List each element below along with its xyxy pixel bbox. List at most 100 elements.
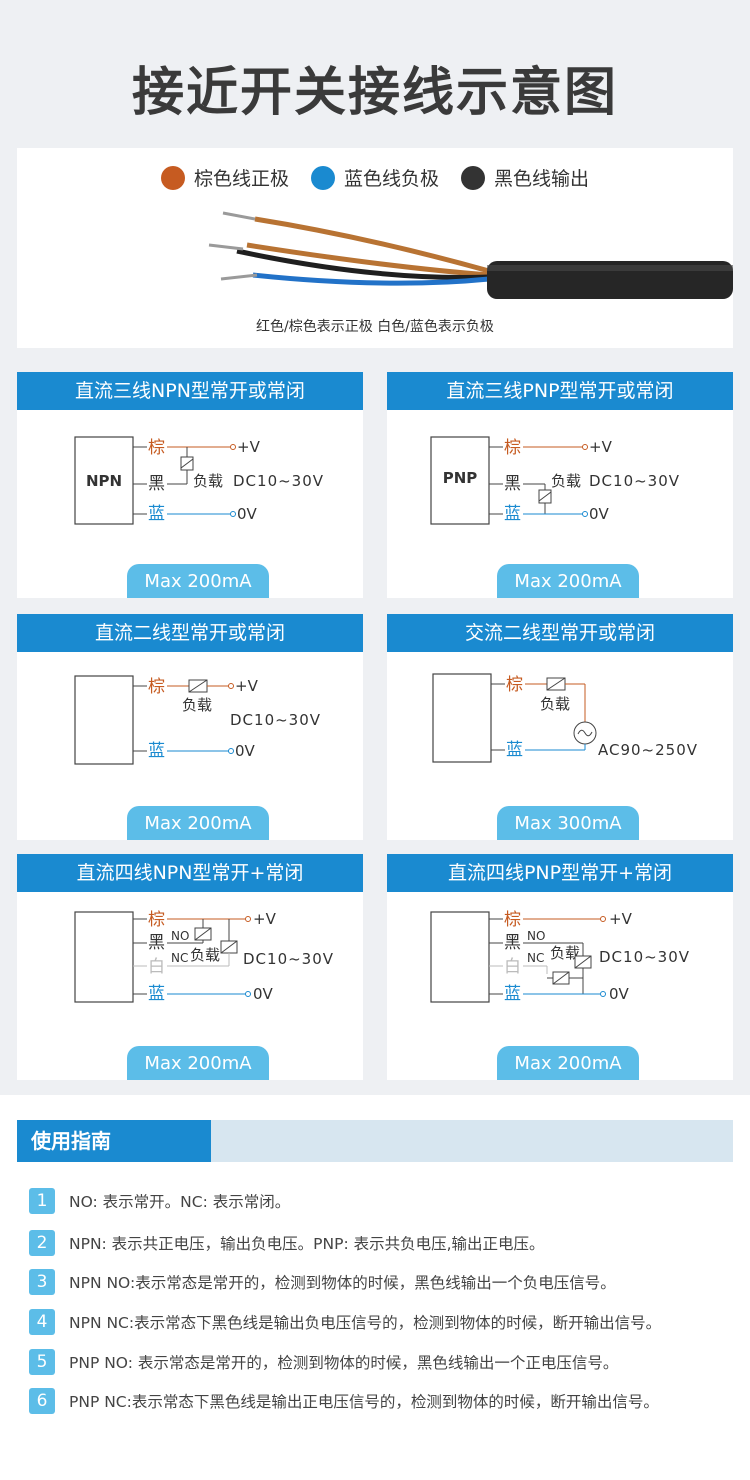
wire-brown-label: 棕 [148,677,165,697]
page-title: 接近开关接线示意图 [131,63,618,123]
guide-number: 2 [29,1230,55,1256]
wire-blue-label: 蓝 [506,740,523,760]
guide-number: 5 [29,1349,55,1375]
blue-dot-icon [310,165,335,190]
legend-label: 黑色线输出 [494,168,590,190]
neg-terminal: 0V [253,985,274,1003]
wiring-diagram: PNP 棕 +V 黑 负载 DC10~30V 蓝 0V [430,436,680,525]
panel-dc4-npn: 直流四线NPN型常开+常闭 棕 +V 黑 NO 负载 NC DC10~30V 白… [17,854,363,1080]
panel-title: 直流四线NPN型常开+常闭 [17,854,363,892]
max-current-badge: Max 200mA [127,1046,269,1080]
guide-text: NPN: 表示共正电压，输出负电压。PNP: 表示共负电压,输出正电压。 [69,1235,545,1253]
pos-terminal: +V [253,910,277,928]
voltage-label: AC90~250V [598,741,698,759]
wire-black-label: 黑 [504,933,521,953]
wire-blue-label: 蓝 [148,741,165,761]
legend-item-blue: 蓝色线负极 [310,164,439,191]
legend-item-black: 黑色线输出 [461,164,589,191]
legend-label: 蓝色线负极 [343,168,439,190]
max-current-badge: Max 300mA [497,806,639,840]
wire-brown-label: 棕 [148,910,165,930]
guide-header: 使用指南 [17,1120,733,1162]
voltage-label: DC10~30V [599,948,690,966]
wire-blue-label: 蓝 [504,984,521,1004]
wire-legend: 棕色线正极 蓝色线负极 黑色线输出 [17,164,733,191]
wire-brown-label: 棕 [148,438,165,458]
max-current-badge: Max 200mA [127,806,269,840]
max-current-badge: Max 200mA [127,564,269,598]
guide-text: PNP NC:表示常态下黑色线是输出正电压信号的，检测到物体的时候，断开输出信号… [69,1393,659,1411]
wire-brown-label: 棕 [506,675,523,695]
neg-terminal: 0V [609,985,630,1003]
panel-title: 直流四线PNP型常开+常闭 [387,854,733,892]
wire-white-label: 白 [148,957,165,977]
wiring-diagram: 棕 +V 负载 DC10~30V 蓝 0V [74,675,321,765]
nc-label: NC [527,951,544,965]
device-label: NPN [86,472,122,490]
wiring-diagram: 棕 +V 黑 NO 负载 DC10~30V NC 白 蓝 0V [430,910,690,1004]
panel-dc4-pnp: 直流四线PNP型常开+常闭 棕 +V 黑 NO 负载 DC10~30V NC 白… [387,854,733,1080]
guide-number: 4 [29,1309,55,1335]
load-label: 负载 [540,695,570,713]
wiring-diagram: 棕 +V 黑 NO 负载 NC DC10~30V 白 蓝 0V [74,910,334,1004]
wire-black-label: 黑 [148,474,165,494]
guide-text: PNP NO: 表示常态是常开的，检测到物体的时候，黑色线输出一个正电压信号。 [69,1354,619,1372]
nc-label: NC [171,951,188,965]
guide-item: 1 NO: 表示常开。NC: 表示常闭。 [29,1188,290,1214]
pos-terminal: +V [589,438,613,456]
neg-terminal: 0V [237,505,258,523]
panel-ac2: 交流二线型常开或常闭 棕 负载 AC90~250V 蓝 Max 300mA [387,614,733,840]
max-current-badge: Max 200mA [497,1046,639,1080]
panel-title: 直流三线NPN型常开或常闭 [17,372,363,410]
guide-text: NO: 表示常开。NC: 表示常闭。 [69,1193,291,1211]
cable-note: 红色/棕色表示正极 白色/蓝色表示负极 [256,319,494,335]
load-label: 负载 [182,696,212,714]
brown-dot-icon [160,165,185,190]
pos-terminal: +V [237,438,261,456]
voltage-label: DC10~30V [230,711,321,729]
voltage-label: DC10~30V [589,472,680,490]
wire-white-label: 白 [504,957,521,977]
guide-title: 使用指南 [17,1120,211,1162]
wire-blue-label: 蓝 [148,504,165,524]
guide-number: 3 [29,1269,55,1295]
wire-brown-label: 棕 [504,910,521,930]
device-label: PNP [443,469,478,487]
no-label: NO [527,929,545,943]
wire-black-label: 黑 [148,933,165,953]
panel-title: 直流二线型常开或常闭 [17,614,363,652]
max-current-badge: Max 200mA [497,564,639,598]
wire-brown-label: 棕 [504,438,521,458]
cable-illustration [208,211,733,299]
wiring-diagram: 棕 负载 AC90~250V 蓝 [432,673,698,763]
guide-item: 4 NPN NC:表示常态下黑色线是输出负电压信号的，检测到物体的时候，断开输出… [29,1309,661,1335]
legend-item-brown: 棕色线正极 [160,164,289,191]
neg-terminal: 0V [589,505,610,523]
guide-text: NPN NC:表示常态下黑色线是输出负电压信号的，检测到物体的时候，断开输出信号… [69,1314,662,1332]
neg-terminal: 0V [235,742,256,760]
wire-black-label: 黑 [504,474,521,494]
panel-title: 交流二线型常开或常闭 [387,614,733,652]
voltage-label: DC10~30V [243,950,334,968]
pos-terminal: +V [235,677,259,695]
voltage-label: DC10~30V [233,472,324,490]
panel-dc3-pnp: 直流三线PNP型常开或常闭 PNP 棕 +V 黑 负载 DC10~30V 蓝 0… [387,372,733,598]
black-dot-icon [461,165,485,190]
guide-item: 6 PNP NC:表示常态下黑色线是输出正电压信号的，检测到物体的时候，断开输出… [29,1388,659,1414]
guide-number: 6 [29,1388,55,1414]
load-label: 负载 [550,944,580,962]
load-label: 负载 [193,472,223,490]
wire-color-card: 棕色线正极 蓝色线负极 黑色线输出 红色/棕色表示正极 白色/蓝色表示负极 [17,148,733,348]
no-label: NO [171,929,189,943]
panel-title: 直流三线PNP型常开或常闭 [387,372,733,410]
guide-item: 3 NPN NO:表示常态是常开的，检测到物体的时候，黑色线输出一个负电压信号。 [29,1269,616,1295]
guide-item: 2 NPN: 表示共正电压，输出负电压。PNP: 表示共负电压,输出正电压。 [29,1230,545,1256]
guide-item: 5 PNP NO: 表示常态是常开的，检测到物体的时候，黑色线输出一个正电压信号… [29,1349,618,1375]
guide-number: 1 [29,1188,55,1214]
load-label: 负载 [551,472,581,490]
wire-blue-label: 蓝 [148,984,165,1004]
guide-text: NPN NO:表示常态是常开的，检测到物体的时候，黑色线输出一个负电压信号。 [69,1274,616,1292]
panel-dc2: 直流二线型常开或常闭 棕 +V 负载 DC10~30V 蓝 0V Max 200… [17,614,363,840]
panel-dc3-npn: 直流三线NPN型常开或常闭 NPN 棕 +V 黑 负载 DC10~30V 蓝 0… [17,372,363,598]
pos-terminal: +V [609,910,633,928]
